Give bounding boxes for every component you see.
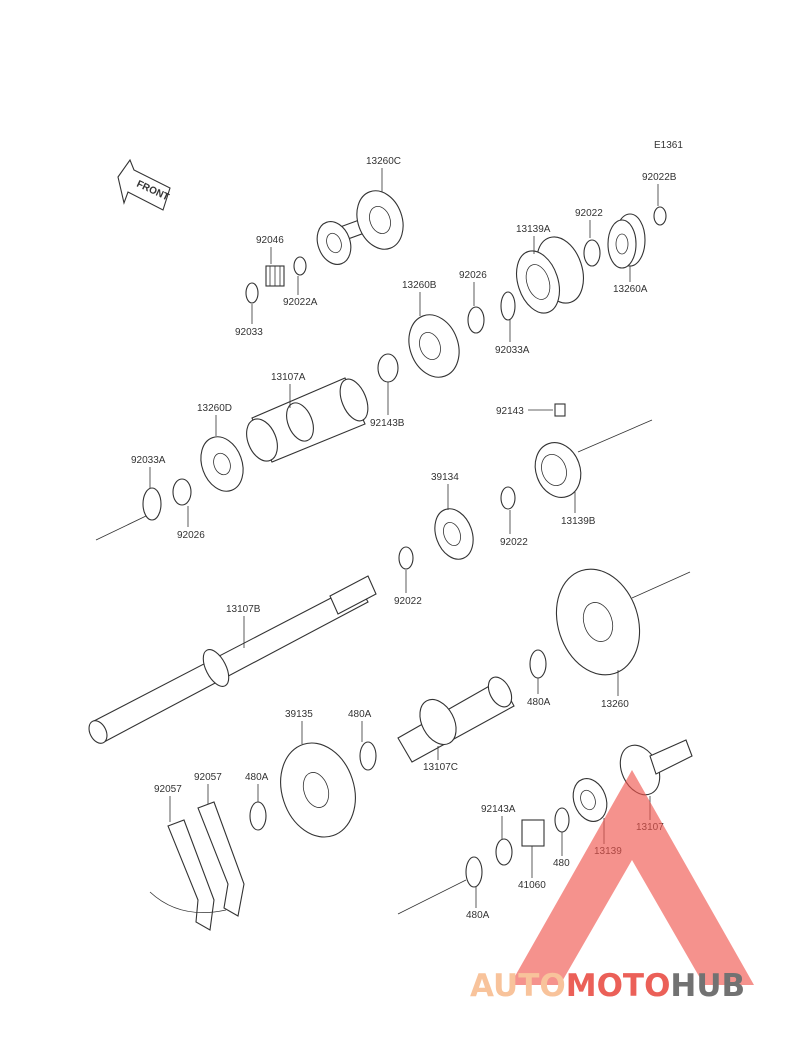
shaft-13107A[interactable]: [241, 375, 374, 466]
watermark-text: AUTOMOTOHUB: [470, 968, 745, 1004]
washer-92026[interactable]: [467, 306, 485, 334]
front-arrow-icon: FRONT: [117, 158, 171, 211]
watermark-hub: HUB: [670, 968, 745, 1004]
callout-13260D: 13260D: [197, 403, 232, 414]
callout-92033: 92033: [235, 327, 263, 338]
watermark-moto: MOTO: [566, 968, 671, 1004]
callout-480A-mid: 480A: [348, 709, 372, 720]
callout-13139A: 13139A: [516, 224, 551, 235]
callout-92026-left: 92026: [177, 530, 205, 541]
watermark-auto: AUTO: [470, 968, 566, 1004]
gear-13260[interactable]: [543, 558, 652, 685]
bushing-92143[interactable]: [554, 403, 566, 417]
circlip-480A-bottom[interactable]: [465, 856, 483, 888]
callout-13260: 13260: [601, 699, 629, 710]
gear-39134[interactable]: [428, 503, 480, 564]
bushing-92143A[interactable]: [495, 838, 513, 866]
diagram-code: E1361: [654, 140, 683, 151]
washer-92022B[interactable]: [653, 206, 667, 226]
washer-92022-mid[interactable]: [500, 486, 516, 510]
collar-41060[interactable]: [521, 819, 545, 847]
callout-39134: 39134: [431, 472, 459, 483]
callout-92022-lower: 92022: [394, 596, 422, 607]
washer-92022[interactable]: [583, 239, 601, 267]
circlip-480A-right[interactable]: [529, 649, 547, 679]
callout-92033A-left: 92033A: [131, 455, 166, 466]
gear-13260C[interactable]: [311, 184, 410, 269]
circlip-480[interactable]: [554, 807, 570, 833]
callout-92143A: 92143A: [481, 804, 516, 815]
callout-39135: 39135: [285, 709, 313, 720]
callout-92033A: 92033A: [495, 345, 530, 356]
hub-13139[interactable]: [567, 774, 612, 826]
hub-13139B[interactable]: [528, 436, 588, 504]
callout-92022: 92022: [575, 208, 603, 219]
callout-480A-bottom: 480A: [466, 910, 490, 921]
circlip-92033[interactable]: [245, 282, 259, 304]
circlip-480A-mid[interactable]: [359, 741, 377, 771]
callout-480A-right: 480A: [527, 697, 551, 708]
callout-92057-right: 92057: [194, 772, 222, 783]
circlip-92033A[interactable]: [500, 291, 516, 321]
gear-13260A[interactable]: [607, 213, 646, 269]
callout-13107A: 13107A: [271, 372, 306, 383]
callout-92022B: 92022B: [642, 172, 677, 183]
gear-13260D[interactable]: [194, 431, 251, 497]
callout-13260C: 13260C: [366, 156, 401, 167]
callout-480A-left: 480A: [245, 772, 269, 783]
callout-41060: 41060: [518, 880, 546, 891]
callout-13260A: 13260A: [613, 284, 648, 295]
callout-92057-left: 92057: [154, 784, 182, 795]
callout-13107C: 13107C: [423, 762, 458, 773]
bushing-92143B[interactable]: [377, 353, 399, 383]
callout-92143B: 92143B: [370, 418, 405, 429]
shaft-13107C[interactable]: [397, 673, 516, 763]
gear-39135[interactable]: [269, 733, 367, 847]
needle-bearing-92046[interactable]: [265, 265, 285, 287]
callout-92022-mid: 92022: [500, 537, 528, 548]
washer-92022A[interactable]: [293, 256, 307, 276]
watermark-triangle-icon: [510, 770, 754, 985]
washer-92026-left[interactable]: [172, 478, 192, 506]
callout-92046: 92046: [256, 235, 284, 246]
callout-92022A: 92022A: [283, 297, 318, 308]
automotohub-watermark: AUTOMOTOHUB: [470, 770, 754, 1004]
callout-92143: 92143: [496, 406, 524, 417]
callout-92026: 92026: [459, 270, 487, 281]
callouts: 13260C 92022B 92022 13139A 92046 92022A …: [131, 156, 677, 921]
chain-92057[interactable]: [149, 801, 245, 931]
sleeve-13139A[interactable]: [509, 231, 591, 319]
circlip-92033A-left[interactable]: [142, 487, 162, 521]
washer-92022-lower[interactable]: [398, 546, 414, 570]
callout-13139B: 13139B: [561, 516, 596, 527]
callout-480: 480: [553, 858, 570, 869]
callout-13107B: 13107B: [226, 604, 261, 615]
gear-13260B[interactable]: [401, 308, 468, 385]
shaft-13107B[interactable]: [85, 575, 377, 746]
callout-13260B: 13260B: [402, 280, 437, 291]
circlip-480A-left[interactable]: [249, 801, 267, 831]
